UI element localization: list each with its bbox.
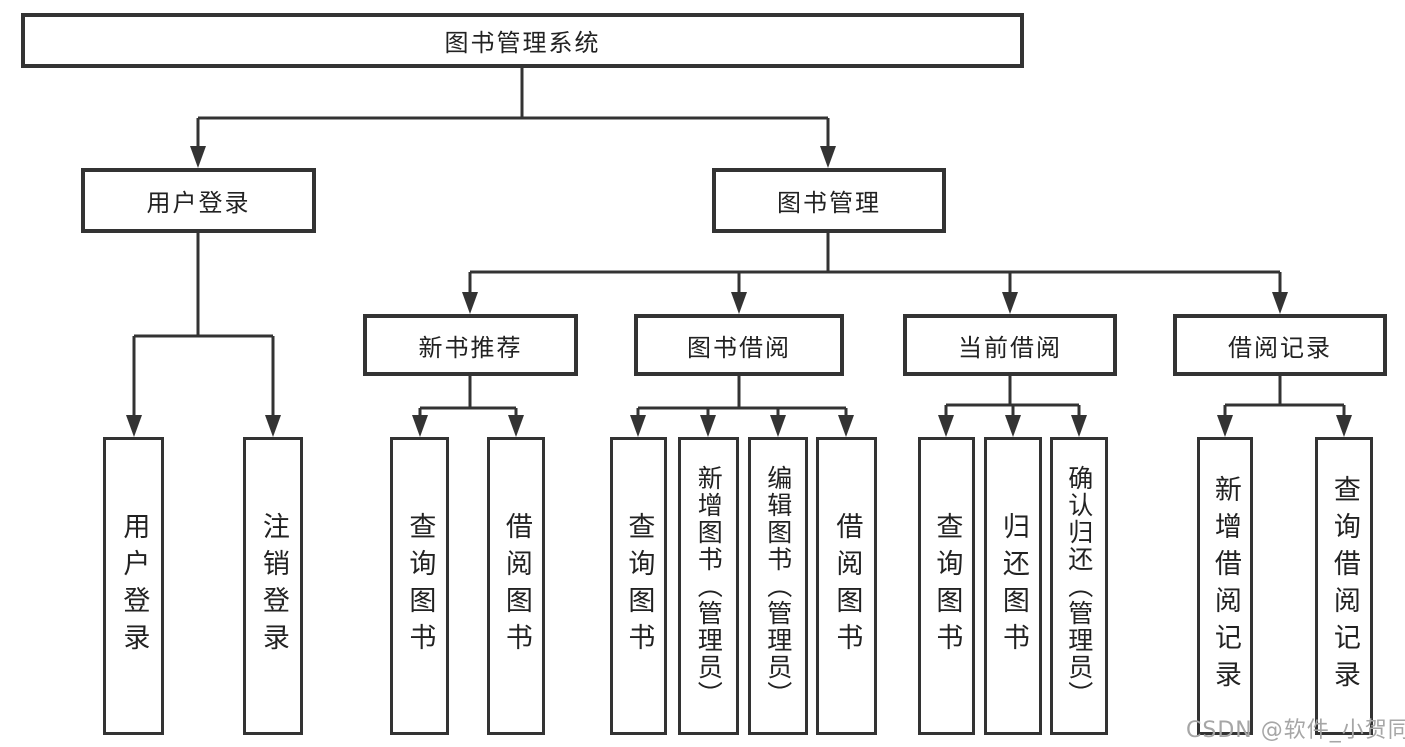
leaf-add-book-admin: 新增图书（管理员） (678, 437, 739, 735)
node-book-management-label: 图书管理 (777, 189, 881, 217)
leaf-edit-book-admin-label: 编辑图书（管理员） (763, 464, 793, 708)
node-system-root-label: 图书管理系统 (444, 29, 601, 57)
leaf-query-books-recommend: 查询图书 (390, 437, 449, 735)
leaf-borrow-books-recommend: 借阅图书 (487, 437, 545, 735)
leaf-confirm-return-admin: 确认归还（管理员） (1050, 437, 1108, 735)
leaf-edit-book-admin: 编辑图书（管理员） (748, 437, 808, 735)
leaf-add-book-admin-label: 新增图书（管理员） (694, 464, 724, 708)
tree-branch-lines (134, 68, 1344, 410)
node-book-borrowing-label: 图书借阅 (687, 333, 791, 362)
leaf-return-book: 归还图书 (984, 437, 1042, 735)
leaf-add-borrow-record-label: 新增借阅记录 (1209, 475, 1241, 697)
leaf-query-books-current: 查询图书 (918, 437, 975, 735)
node-user-login-label: 用户登录 (146, 189, 251, 217)
node-system-root: 图书管理系统 (21, 13, 1024, 68)
leaf-query-books-current-label: 查询图书 (931, 512, 963, 660)
leaf-query-borrow-record: 查询借阅记录 (1315, 437, 1373, 735)
node-book-borrowing: 图书借阅 (634, 314, 844, 376)
leaf-query-books-recommend-label: 查询图书 (404, 512, 436, 660)
leaf-confirm-return-admin-label: 确认归还（管理员） (1064, 464, 1094, 708)
node-new-book-recommend: 新书推荐 (363, 314, 578, 376)
leaf-logout-label: 注销登录 (257, 512, 289, 660)
leaf-user-login-label: 用户登录 (118, 512, 150, 660)
leaf-add-borrow-record: 新增借阅记录 (1197, 437, 1253, 735)
leaf-logout: 注销登录 (243, 437, 303, 735)
node-book-management: 图书管理 (712, 168, 946, 233)
leaf-borrow-books-recommend-label: 借阅图书 (500, 512, 532, 660)
node-new-book-recommend-label: 新书推荐 (418, 333, 523, 362)
node-borrowing-records-label: 借阅记录 (1228, 333, 1332, 362)
leaf-user-login: 用户登录 (103, 437, 164, 735)
leaf-query-books-borrowing-label: 查询图书 (623, 512, 655, 660)
node-current-borrowing: 当前借阅 (903, 314, 1117, 376)
arrowheads (126, 146, 1352, 437)
leaf-borrow-books-borrowing-label: 借阅图书 (831, 512, 863, 660)
leaf-query-borrow-record-label: 查询借阅记录 (1328, 475, 1360, 697)
leaf-return-book-label: 归还图书 (997, 512, 1029, 660)
node-user-login: 用户登录 (81, 168, 316, 233)
leaf-borrow-books-borrowing: 借阅图书 (816, 437, 877, 735)
leaf-query-books-borrowing: 查询图书 (610, 437, 667, 735)
node-current-borrowing-label: 当前借阅 (958, 333, 1062, 362)
arrow-shafts (132, 118, 1346, 421)
watermark: CSDN @软件_小贺同学 (1186, 718, 1405, 743)
node-borrowing-records: 借阅记录 (1173, 314, 1387, 376)
